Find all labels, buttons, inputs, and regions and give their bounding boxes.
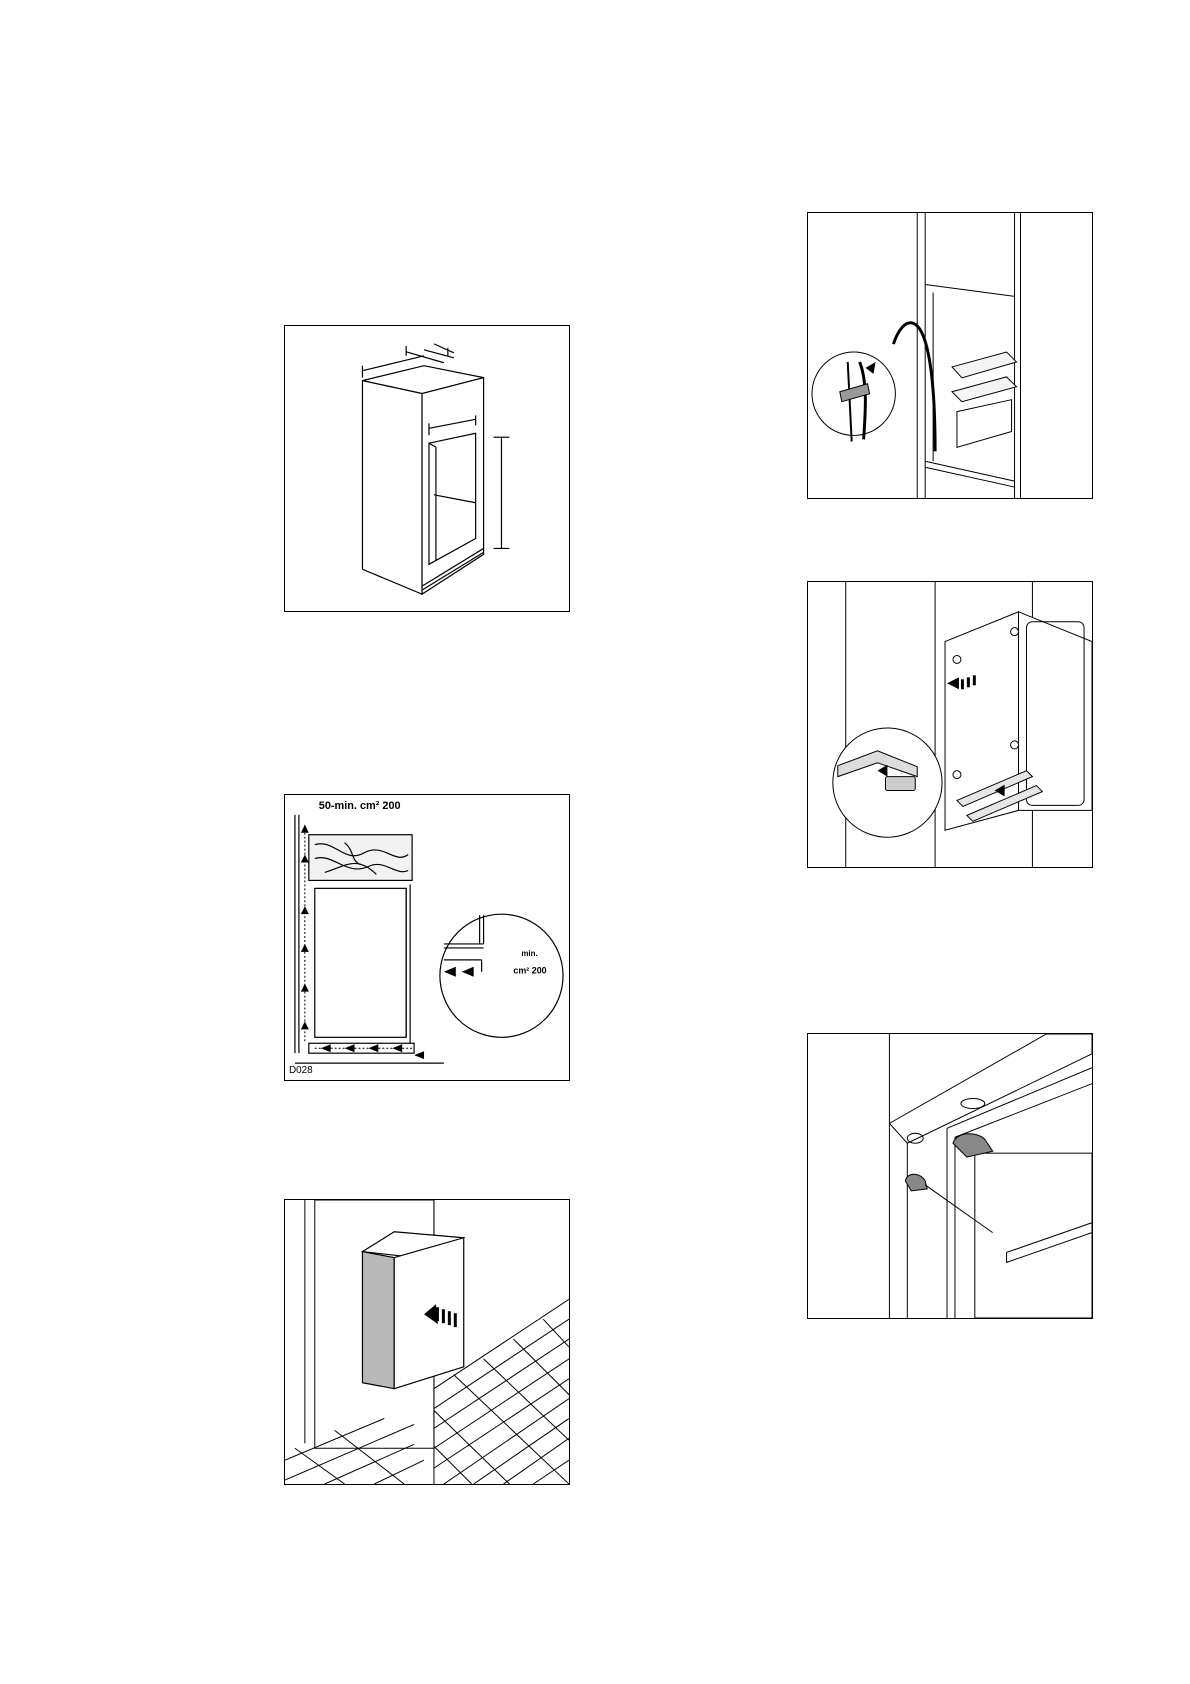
cable-clip-illustration — [808, 213, 1092, 498]
insertion-illustration — [285, 1200, 569, 1484]
inset-min-label: min. — [521, 949, 537, 958]
cover-caps-figure — [807, 1033, 1093, 1319]
insertion-figure — [284, 1199, 570, 1485]
inset-vent-label: cm² 200 — [513, 966, 546, 976]
door-mounting-figure — [807, 581, 1093, 868]
cabinet-dimensions-figure — [284, 325, 570, 612]
cable-clip-figure — [807, 212, 1093, 499]
figure-code: D028 — [289, 1065, 313, 1076]
cabinet-dimensions-illustration — [285, 326, 569, 611]
ventilation-illustration: 50-min. cm² 200 min. cm² 200 D028 — [285, 795, 569, 1080]
ventilation-figure: 50-min. cm² 200 min. cm² 200 D028 — [284, 794, 570, 1081]
cover-caps-illustration — [808, 1034, 1092, 1318]
door-mounting-illustration — [808, 582, 1092, 867]
top-vent-label: 50-min. cm² 200 — [319, 800, 401, 812]
